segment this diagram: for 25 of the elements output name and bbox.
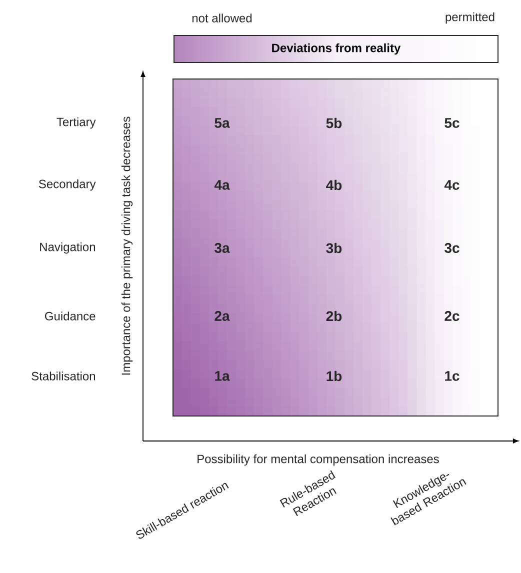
row-label: Navigation [40, 242, 95, 254]
cell-label: 2a [214, 311, 230, 321]
row-label: Guidance [45, 312, 96, 320]
row-label: Stabilisation [32, 372, 95, 380]
cell-label: 1b [326, 370, 342, 382]
cell-label: 3a [214, 243, 230, 253]
cell-label: 4b [326, 180, 342, 190]
cell-label: 2b [326, 310, 342, 322]
cell-label: 2c [444, 311, 460, 321]
scale-label: not allowed [192, 14, 252, 22]
cell-label: 1a [215, 371, 230, 381]
axis-label: Possibility for mental compensation increases [198, 454, 439, 466]
cell-label: 4a [214, 180, 230, 190]
axis-label: Importance of the primary driving task decreases [121, 116, 133, 375]
cell-label: 3b [326, 242, 342, 254]
gradient-bar: Deviations from reality [174, 35, 498, 63]
cell-label: 5b [326, 118, 342, 128]
cell-label: 5c [444, 118, 460, 128]
scale-label: permitted [446, 12, 494, 24]
cell-label: 1c [445, 371, 460, 381]
cell-label: 5a [214, 118, 230, 128]
cell-label: 4c [444, 180, 460, 190]
row-label: Secondary [38, 179, 96, 191]
cell-label: 3c [444, 243, 460, 253]
row-label: Tertiary [56, 117, 96, 129]
